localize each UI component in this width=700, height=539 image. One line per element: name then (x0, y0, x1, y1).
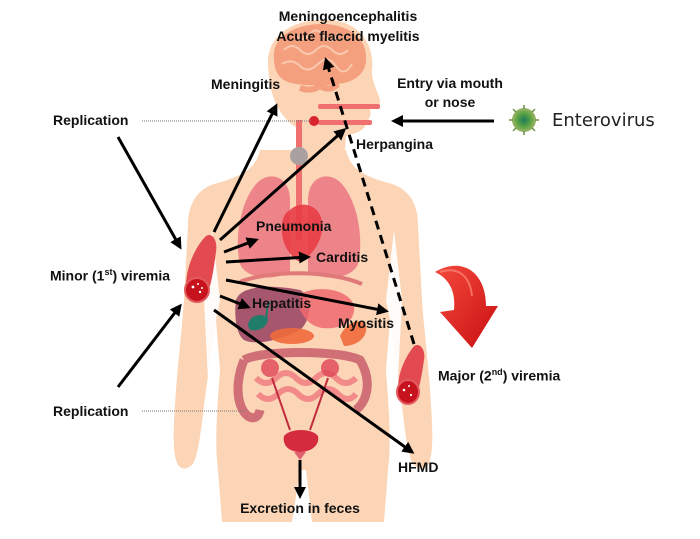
label-acute-flaccid-myelitis: Acute flaccid myelitis (276, 28, 420, 44)
stomach (300, 289, 355, 329)
label-herpangina: Herpangina (356, 136, 434, 152)
arrow-replication-bottom (116, 303, 182, 388)
curved-red-arrow-icon (435, 265, 498, 348)
label-entry-line2: or nose (424, 94, 476, 110)
label-entry-line1: Entry via mouth (397, 75, 503, 91)
intestines (233, 348, 372, 431)
label-hfmd: HFMD (398, 459, 439, 475)
heart (281, 204, 323, 262)
enterovirus-particle-icon (509, 105, 539, 135)
label-major-viremia: Major (2nd) viremia (438, 364, 560, 385)
label-replication-bottom: Replication (53, 403, 129, 419)
pancreas (270, 328, 314, 344)
major-viremia-text-end: ) viremia (502, 367, 561, 384)
label-replication-top: Replication (53, 112, 129, 128)
arrow-carditis (225, 251, 311, 264)
gallbladder (248, 315, 268, 331)
label-excretion: Excretion in feces (240, 500, 360, 516)
blood-vessel-icon-left (184, 234, 217, 303)
spleen (340, 321, 367, 346)
arrow-hfmd (213, 308, 415, 454)
label-minor-viremia: Minor (1st) viremia (50, 264, 170, 285)
label-hepatitis: Hepatitis (252, 295, 312, 311)
arrow-pneumonia (223, 237, 259, 254)
major-viremia-text: Major (2 (438, 367, 492, 384)
bladder (283, 430, 319, 452)
brain (273, 24, 367, 93)
arrow-herpangina (219, 128, 347, 242)
minor-viremia-text: Minor (1 (50, 267, 105, 284)
arrow-myositis (225, 278, 389, 316)
arrow-meningitis (212, 103, 278, 233)
major-viremia-sup: nd (491, 367, 503, 377)
label-carditis: Carditis (316, 249, 369, 265)
label-myositis: Myositis (338, 315, 395, 331)
blood-vessel-icon-right (396, 344, 425, 405)
label-pneumonia: Pneumonia (256, 218, 332, 234)
arrow-dashed-meningoencephalitis (322, 57, 416, 345)
minor-viremia-text-end: ) viremia (112, 267, 171, 284)
label-meningoencephalitis: Meningoencephalitis (278, 8, 418, 24)
label-meningitis: Meningitis (211, 76, 281, 92)
arrow-hepatitis (219, 294, 251, 310)
label-enterovirus: Enterovirus (552, 110, 655, 131)
arrows (116, 57, 494, 499)
arrow-replication-top (116, 136, 182, 250)
minor-viremia-sup: st (104, 267, 113, 277)
lungs (237, 176, 361, 278)
